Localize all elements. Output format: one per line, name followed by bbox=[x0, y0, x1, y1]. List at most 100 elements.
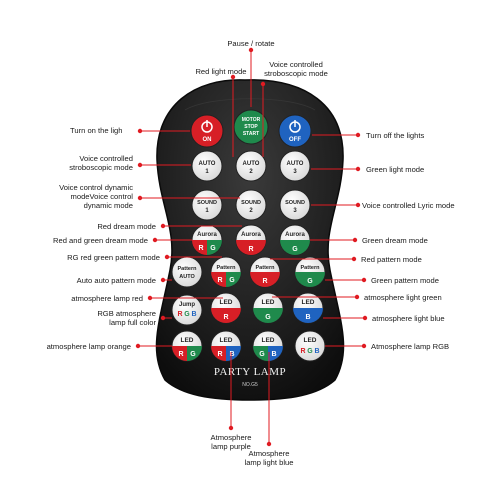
led-rg-label: LED bbox=[181, 337, 194, 344]
aurora-r-label: Aurora bbox=[241, 232, 261, 238]
brand-text: PARTY LAMP bbox=[214, 366, 286, 378]
led-gb-b: B bbox=[271, 351, 276, 358]
motor-label-3: START bbox=[243, 131, 259, 137]
led-rgb-g: G bbox=[307, 348, 313, 355]
led-rb-button[interactable]: LED R B bbox=[210, 330, 242, 362]
pattern-g-g: G bbox=[307, 278, 313, 285]
label-green-pattern: Green pattern mode bbox=[371, 276, 439, 285]
led-rb-r: R bbox=[217, 351, 222, 358]
label-atmo-rgb: Atmosphere lamp RGB bbox=[371, 342, 449, 351]
label-voice-dynamic-1: Voice control dynamic bbox=[59, 183, 133, 192]
pattern-rg-button[interactable]: Pattern R G bbox=[210, 256, 242, 288]
sound-2-number: 2 bbox=[249, 208, 253, 214]
on-button[interactable]: ON bbox=[190, 114, 224, 148]
led-r-r: R bbox=[223, 314, 228, 321]
label-atmo-lightblue-2: lamp light blue bbox=[245, 458, 294, 467]
pattern-r-button[interactable]: Pattern R bbox=[249, 256, 281, 288]
led-gb-label: LED bbox=[262, 337, 275, 344]
off-button[interactable]: OFF bbox=[278, 114, 312, 148]
label-pause-rotate: Pause / rotate bbox=[227, 39, 274, 48]
led-g-g: G bbox=[265, 314, 271, 321]
led-b-label: LED bbox=[302, 299, 315, 306]
label-voice-strobe-left-2: stroboscopic mode bbox=[69, 163, 133, 172]
label-atmo-purple-1: Atmosphere bbox=[211, 433, 252, 442]
led-rb-b: B bbox=[229, 351, 234, 358]
auto-2-number: 2 bbox=[249, 169, 253, 175]
label-red-pattern: Red pattern mode bbox=[361, 255, 422, 264]
aurora-rg-r: R bbox=[198, 245, 203, 252]
motor-label-1: MOTOR bbox=[242, 117, 261, 123]
pattern-auto-label: Pattern bbox=[178, 266, 198, 272]
pattern-r-label: Pattern bbox=[256, 265, 276, 271]
sound-3-label: SOUND bbox=[285, 200, 305, 206]
led-gb-button[interactable]: LED G B bbox=[252, 330, 284, 362]
jump-rgb-button[interactable]: Jump R G B bbox=[171, 294, 203, 326]
jump-label: Jump bbox=[179, 302, 195, 308]
label-green-light-mode: Green light mode bbox=[366, 165, 424, 174]
label-turn-on: Turn on the ligh bbox=[70, 126, 123, 135]
led-rg-button[interactable]: LED R G bbox=[171, 330, 203, 362]
auto-1-label: AUTO bbox=[199, 161, 216, 167]
led-g-button[interactable]: LED G bbox=[252, 292, 284, 324]
aurora-g-g: G bbox=[292, 246, 298, 253]
annotation-labels: Pause / rotate Red light mode Voice cont… bbox=[47, 39, 455, 467]
aurora-rg-label: Aurora bbox=[197, 232, 217, 238]
led-rgb-r: R bbox=[300, 348, 305, 355]
motor-stop-start-button[interactable]: MOTOR STOP START bbox=[233, 109, 269, 145]
sound-1-label: SOUND bbox=[197, 200, 217, 206]
led-b-button[interactable]: LED B bbox=[292, 292, 324, 324]
pattern-r-r: R bbox=[262, 278, 267, 285]
led-rgb-label: LED bbox=[304, 337, 317, 344]
label-voice-lyric: Voice controlled Lyric mode bbox=[362, 201, 455, 210]
auto-2-label: AUTO bbox=[243, 161, 260, 167]
label-voice-dynamic-3: dynamic mode bbox=[84, 201, 133, 210]
led-rg-r: R bbox=[178, 351, 183, 358]
label-turn-off: Turn off the lights bbox=[366, 131, 424, 140]
leader-lines bbox=[135, 47, 368, 447]
auto-1-button[interactable]: AUTO 1 bbox=[191, 150, 223, 182]
aurora-rg-button[interactable]: Aurora R G bbox=[191, 224, 223, 256]
label-voice-strobe-top-2: stroboscopic mode bbox=[264, 69, 328, 78]
sound-1-number: 1 bbox=[205, 208, 209, 214]
sound-3-number: 3 bbox=[293, 208, 297, 214]
aurora-rg-g: G bbox=[210, 245, 216, 252]
label-atmo-light-green: atmosphere light green bbox=[364, 293, 442, 302]
led-b-b: B bbox=[305, 314, 310, 321]
motor-label-2: STOP bbox=[244, 124, 258, 130]
led-r-button[interactable]: LED R bbox=[210, 292, 242, 324]
label-voice-strobe-top-1: Voice controlled bbox=[269, 60, 323, 69]
label-voice-dynamic-2: modeVoice control bbox=[71, 192, 134, 201]
led-rgb-b: B bbox=[314, 348, 319, 355]
pattern-rg-g: G bbox=[229, 277, 235, 284]
label-atmo-lightblue-1: Atmosphere bbox=[249, 449, 290, 458]
pattern-g-label: Pattern bbox=[301, 265, 321, 271]
sound-3-button[interactable]: SOUND 3 bbox=[279, 189, 311, 221]
aurora-r-button[interactable]: Aurora R bbox=[235, 224, 267, 256]
auto-3-label: AUTO bbox=[287, 161, 304, 167]
sound-2-button[interactable]: SOUND 2 bbox=[235, 189, 267, 221]
auto-3-button[interactable]: AUTO 3 bbox=[279, 150, 311, 182]
label-red-light-mode: Red light mode bbox=[195, 67, 246, 76]
on-button-label: ON bbox=[203, 137, 212, 143]
aurora-r-r: R bbox=[248, 246, 253, 253]
sound-1-button[interactable]: SOUND 1 bbox=[191, 189, 223, 221]
auto-2-button[interactable]: AUTO 2 bbox=[235, 150, 267, 182]
label-rg-pattern: RG red green pattern mode bbox=[67, 253, 160, 262]
pattern-g-button[interactable]: Pattern G bbox=[294, 256, 326, 288]
led-r-label: LED bbox=[220, 299, 233, 306]
off-button-label: OFF bbox=[289, 137, 301, 143]
auto-1-number: 1 bbox=[205, 169, 209, 175]
aurora-g-button[interactable]: Aurora G bbox=[279, 224, 311, 256]
pattern-auto-sub: AUTO bbox=[179, 274, 195, 280]
pattern-auto-button[interactable]: Pattern AUTO bbox=[171, 256, 203, 288]
jump-b: B bbox=[191, 311, 196, 318]
label-green-dream: Green dream mode bbox=[362, 236, 428, 245]
pattern-rg-label: Pattern bbox=[217, 265, 237, 271]
label-voice-strobe-left-1: Voice controlled bbox=[79, 154, 133, 163]
model-number: NO.G5 bbox=[242, 382, 258, 388]
led-rgb-button[interactable]: LED R G B bbox=[294, 330, 326, 362]
led-gb-g: G bbox=[259, 351, 265, 358]
label-atmo-red: atmosphere lamp red bbox=[71, 294, 143, 303]
aurora-g-label: Aurora bbox=[285, 232, 305, 238]
